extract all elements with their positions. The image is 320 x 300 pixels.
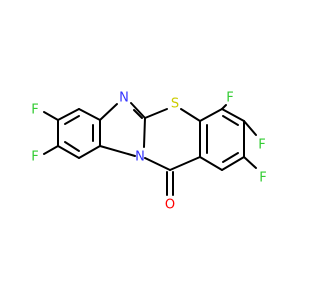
- oxygen-atom-label: O: [165, 198, 175, 213]
- bond: [222, 115, 239, 126]
- bond: [64, 115, 80, 125]
- bond: [221, 104, 227, 110]
- bond-lines: [43, 102, 257, 196]
- bond: [221, 108, 245, 122]
- sulfur-atom-label: S: [171, 97, 179, 112]
- bond: [243, 156, 257, 169]
- bond: [43, 111, 59, 121]
- bond: [222, 152, 239, 163]
- bond: [57, 145, 80, 159]
- nitrogen-atom-label: N: [119, 91, 129, 106]
- bond: [243, 120, 257, 136]
- fluorine-atom-label: F: [259, 171, 266, 186]
- bond: [144, 157, 171, 171]
- molecule-structure-diagram: F F N N S O F F F: [31, 91, 266, 213]
- bond: [78, 108, 101, 121]
- fluorine-atom-label: F: [31, 150, 38, 165]
- atom-labels: F F N N S O F F F: [31, 91, 266, 213]
- bond: [99, 103, 118, 121]
- bond: [43, 145, 59, 155]
- bond: [180, 108, 201, 122]
- bond: [144, 108, 168, 119]
- fluorine-atom-label: F: [226, 91, 233, 106]
- bond: [64, 141, 80, 152]
- bond: [57, 108, 80, 121]
- bond: [143, 117, 146, 148]
- bond: [169, 156, 201, 171]
- bond: [199, 108, 223, 122]
- bond: [99, 145, 136, 157]
- bond: [130, 102, 146, 119]
- fluorine-atom-label: F: [258, 138, 265, 153]
- nitrogen-atom-label: N: [135, 150, 145, 165]
- bond: [133, 109, 143, 119]
- fluorine-atom-label: F: [31, 103, 38, 118]
- bond: [221, 156, 245, 171]
- bond: [78, 145, 101, 159]
- bond: [199, 156, 223, 171]
